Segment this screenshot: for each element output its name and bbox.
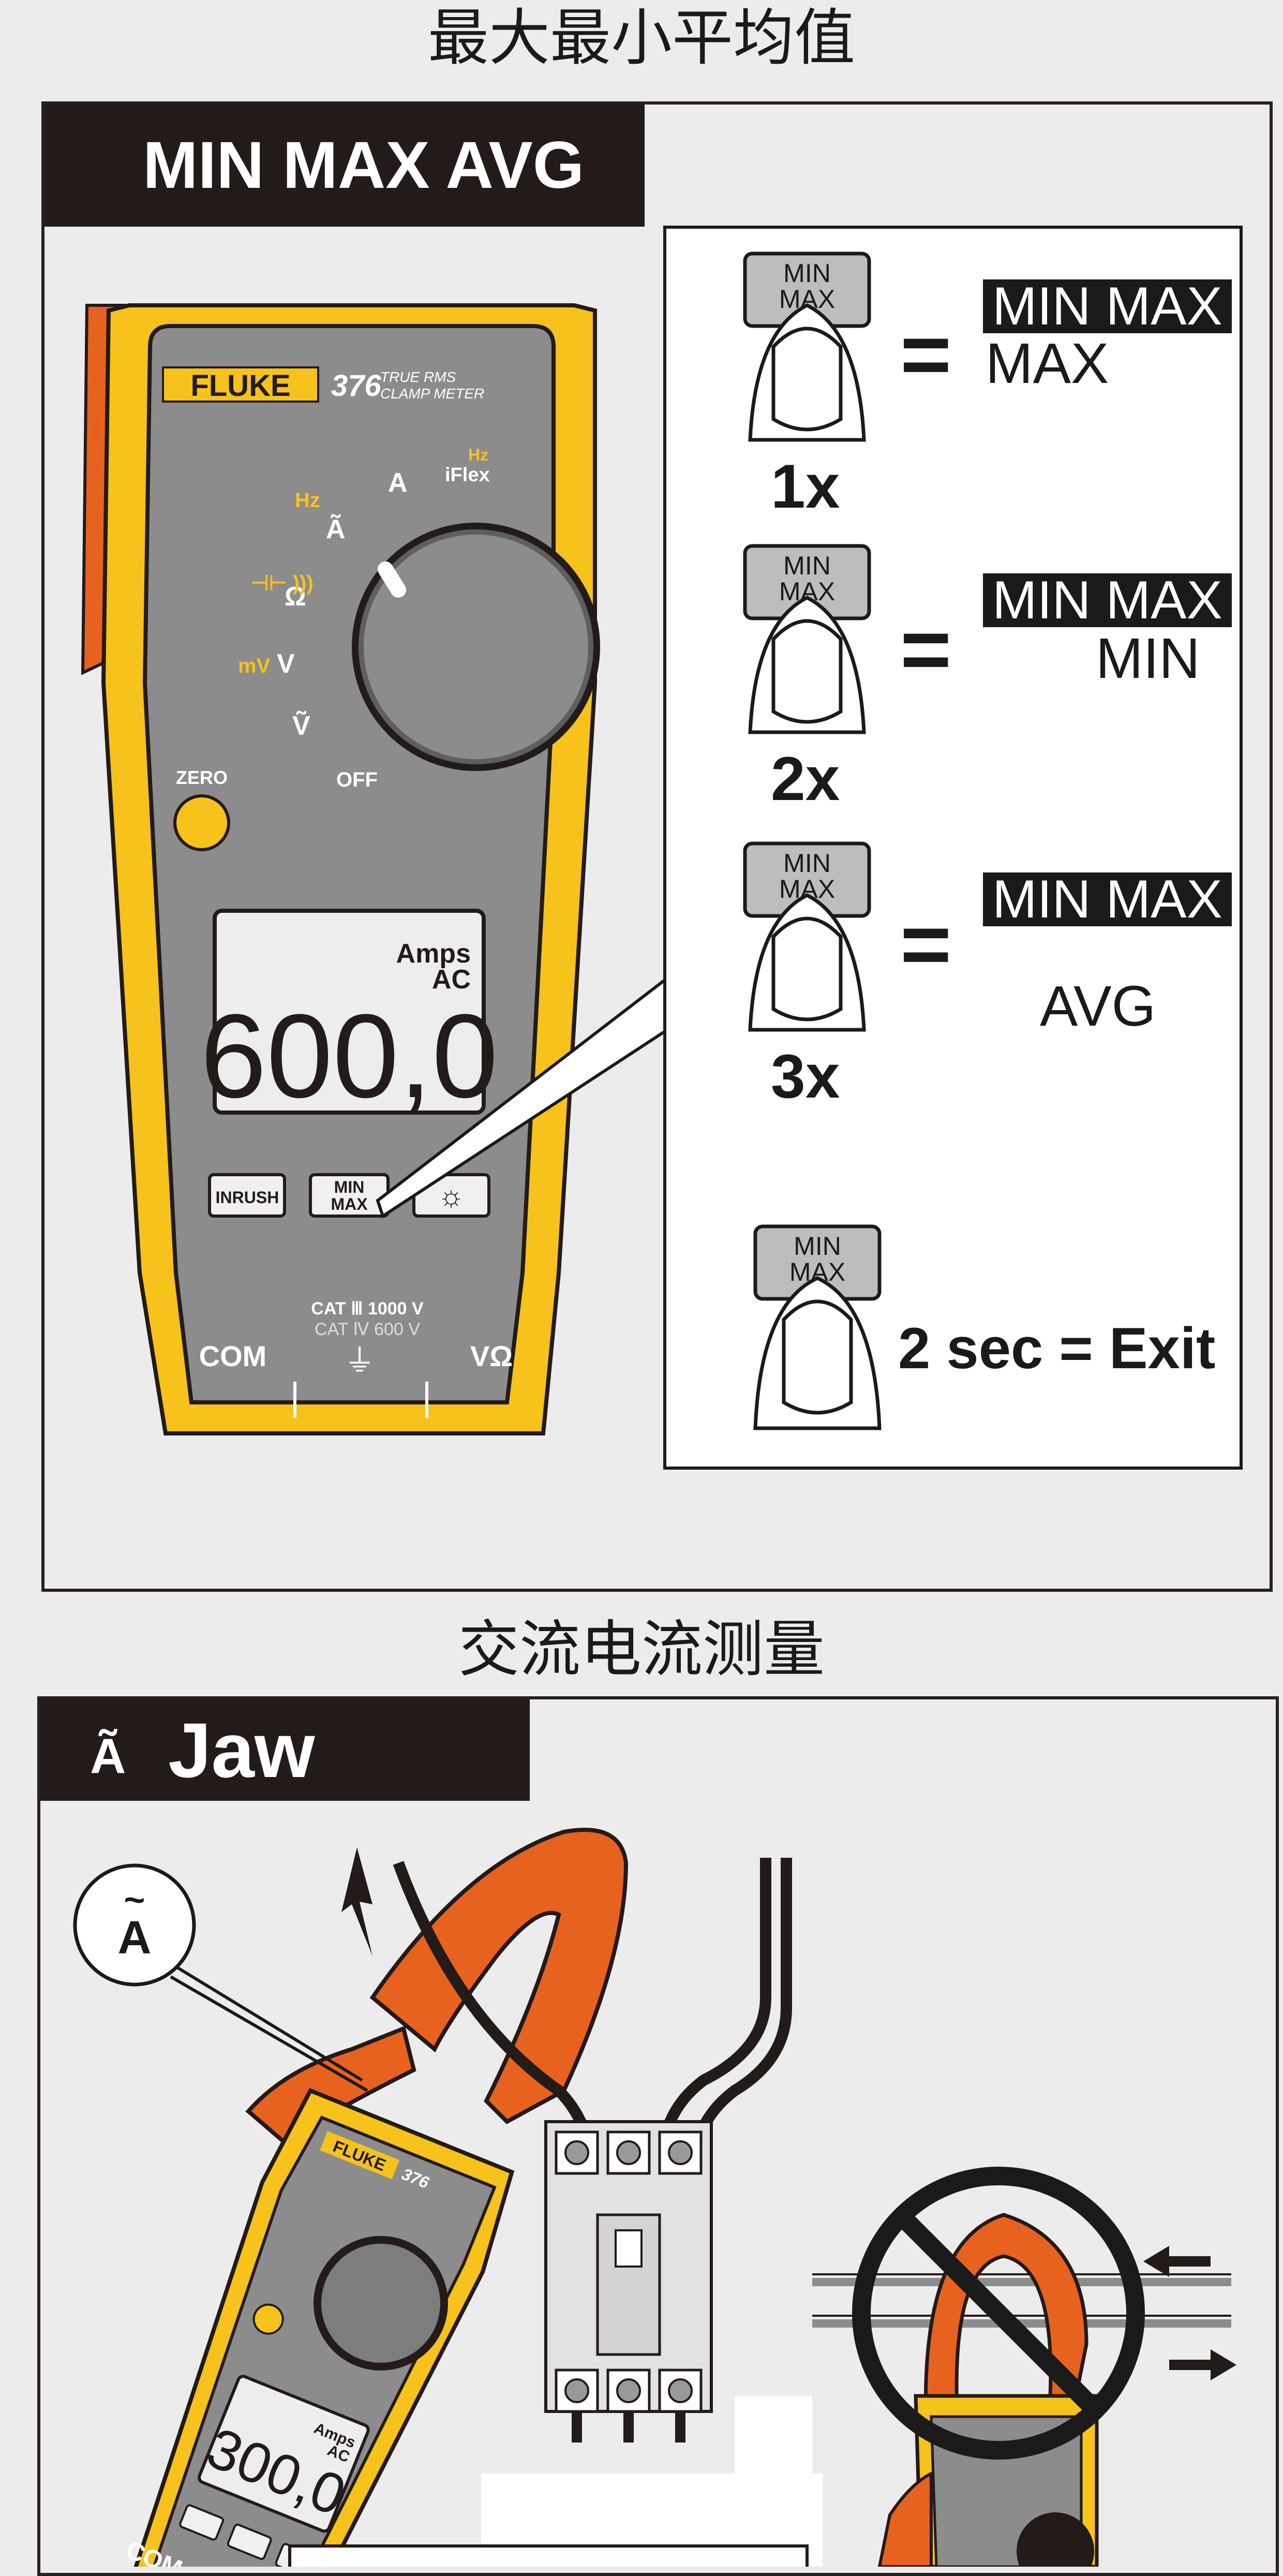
dial-label-v-dc: V xyxy=(277,649,295,679)
lcd-unit-amps: Amps xyxy=(396,939,471,969)
dial-pointer xyxy=(378,561,406,598)
lcd-unit-ac: AC xyxy=(432,965,471,995)
svg-text:MAX: MAX xyxy=(331,1195,368,1213)
meter-model-sub2: CLAMP METER xyxy=(380,386,484,402)
section-heading-min-max-avg: 最大最小平均值 xyxy=(427,2,855,73)
clamp-jaw xyxy=(369,1828,629,2124)
tilted-lcd xyxy=(197,2375,370,2533)
meter-model: 376 xyxy=(331,369,382,403)
dial-label-continuity: ⊣⊢ ))) xyxy=(251,572,314,595)
equals-sign-1: = xyxy=(900,305,952,404)
vohm-label: VΩ xyxy=(470,1340,513,1372)
breaker-terminals-bottom xyxy=(555,2368,703,2413)
bubble-amps: A xyxy=(118,1912,152,1964)
svg-text:MIN: MIN xyxy=(783,849,831,878)
jaw-title: Jaw xyxy=(168,1707,315,1794)
panel-title-bar: MIN MAX AVG xyxy=(44,105,645,227)
key-press-icon-3: MIN MAX xyxy=(743,841,871,1032)
empty-caption-box xyxy=(288,2544,809,2567)
svg-text:MIN: MIN xyxy=(783,551,831,580)
svg-text:MIN: MIN xyxy=(334,1178,365,1196)
ground-icon: ⏚ xyxy=(344,1343,375,1378)
section-heading-ac-current: 交流电流测量 xyxy=(458,1613,825,1685)
com-label: COM xyxy=(199,1340,267,1372)
mode-label-max: MAX xyxy=(986,332,1109,395)
zero-button xyxy=(173,794,230,851)
prohibited-icon xyxy=(852,2167,1145,2460)
meter-model-sub1: TRUE RMS xyxy=(380,369,456,385)
cat-rating-2: CAT Ⅳ 600 V xyxy=(315,1320,420,1339)
mode-label-min: MIN xyxy=(1096,627,1200,690)
arrow-left-icon xyxy=(1143,2246,1211,2277)
dial-label-ohm: Ω xyxy=(285,582,306,612)
meter-face xyxy=(142,324,556,1404)
step-count-3: 3x xyxy=(771,1042,840,1111)
callout-pointer xyxy=(376,974,669,1219)
arrow-right-icon xyxy=(1169,2349,1236,2380)
jaw-measurement-illustration: FLUKE 376 Amps AC 300,0 COM ~ A xyxy=(73,1828,1236,2567)
jaw-title-bar: Ã Jaw xyxy=(40,1699,530,1801)
lcd-value: 600,0 xyxy=(200,989,498,1122)
key-press-icon-1: MIN MAX xyxy=(743,251,871,442)
clamp-meter-illustration: FLUKE 376 TRUE RMS CLAMP METER Hz Ã A iF… xyxy=(81,303,600,1435)
press-key-icons: MIN MAX MIN MAX MIN MAX MIN MAX xyxy=(743,251,882,1430)
mode-label-avg: AVG xyxy=(1040,974,1156,1038)
minmax-badge-3: MIN MAX xyxy=(983,872,1232,926)
function-bubble xyxy=(73,1863,196,1987)
panel-title: MIN MAX AVG xyxy=(143,128,585,202)
bubble-tilde: ~ xyxy=(124,1879,145,1920)
inrush-label: INRUSH xyxy=(216,1188,279,1207)
arrow-down-icon xyxy=(341,1847,372,1956)
equals-sign-2: = xyxy=(900,600,952,699)
step-count-2: 2x xyxy=(771,744,840,813)
backlight-icon: ☼ xyxy=(438,1179,464,1212)
dial-label-iflex: iFlex xyxy=(445,464,490,486)
zero-label: ZERO xyxy=(176,767,228,788)
key-press-icon-2: MIN MAX xyxy=(743,544,871,734)
inrush-button xyxy=(208,1173,286,1218)
lcd-display xyxy=(213,909,486,1115)
breaker-terminals-top xyxy=(555,2130,703,2175)
svg-text:MIN: MIN xyxy=(783,259,831,288)
meter-brand: FLUKE xyxy=(190,369,290,403)
dial-label-hz: Hz xyxy=(295,489,320,512)
dial-label-a-dc: A xyxy=(388,468,408,498)
svg-text:MIN: MIN xyxy=(794,1232,841,1261)
dial-label-v-ac: Ṽ xyxy=(292,710,310,741)
dial-label-mv: mV xyxy=(238,655,271,677)
exit-instruction: 2 sec = Exit xyxy=(898,1316,1216,1381)
cat-rating-1: CAT Ⅲ 1000 V xyxy=(311,1299,424,1319)
ac-amps-icon: Ã xyxy=(90,1728,126,1784)
step-count-1: 1x xyxy=(771,452,840,521)
equals-sign-3: = xyxy=(900,895,952,994)
dial-label-a-ac: Ã xyxy=(326,514,346,544)
off-label: OFF xyxy=(336,768,378,791)
key-press-icon-exit: MIN MAX xyxy=(753,1224,882,1430)
minmax-badge-1: MIN MAX xyxy=(983,279,1232,333)
dial-label-hz2: Hz xyxy=(468,446,488,464)
minmax-badge-2: MIN MAX xyxy=(983,573,1232,627)
